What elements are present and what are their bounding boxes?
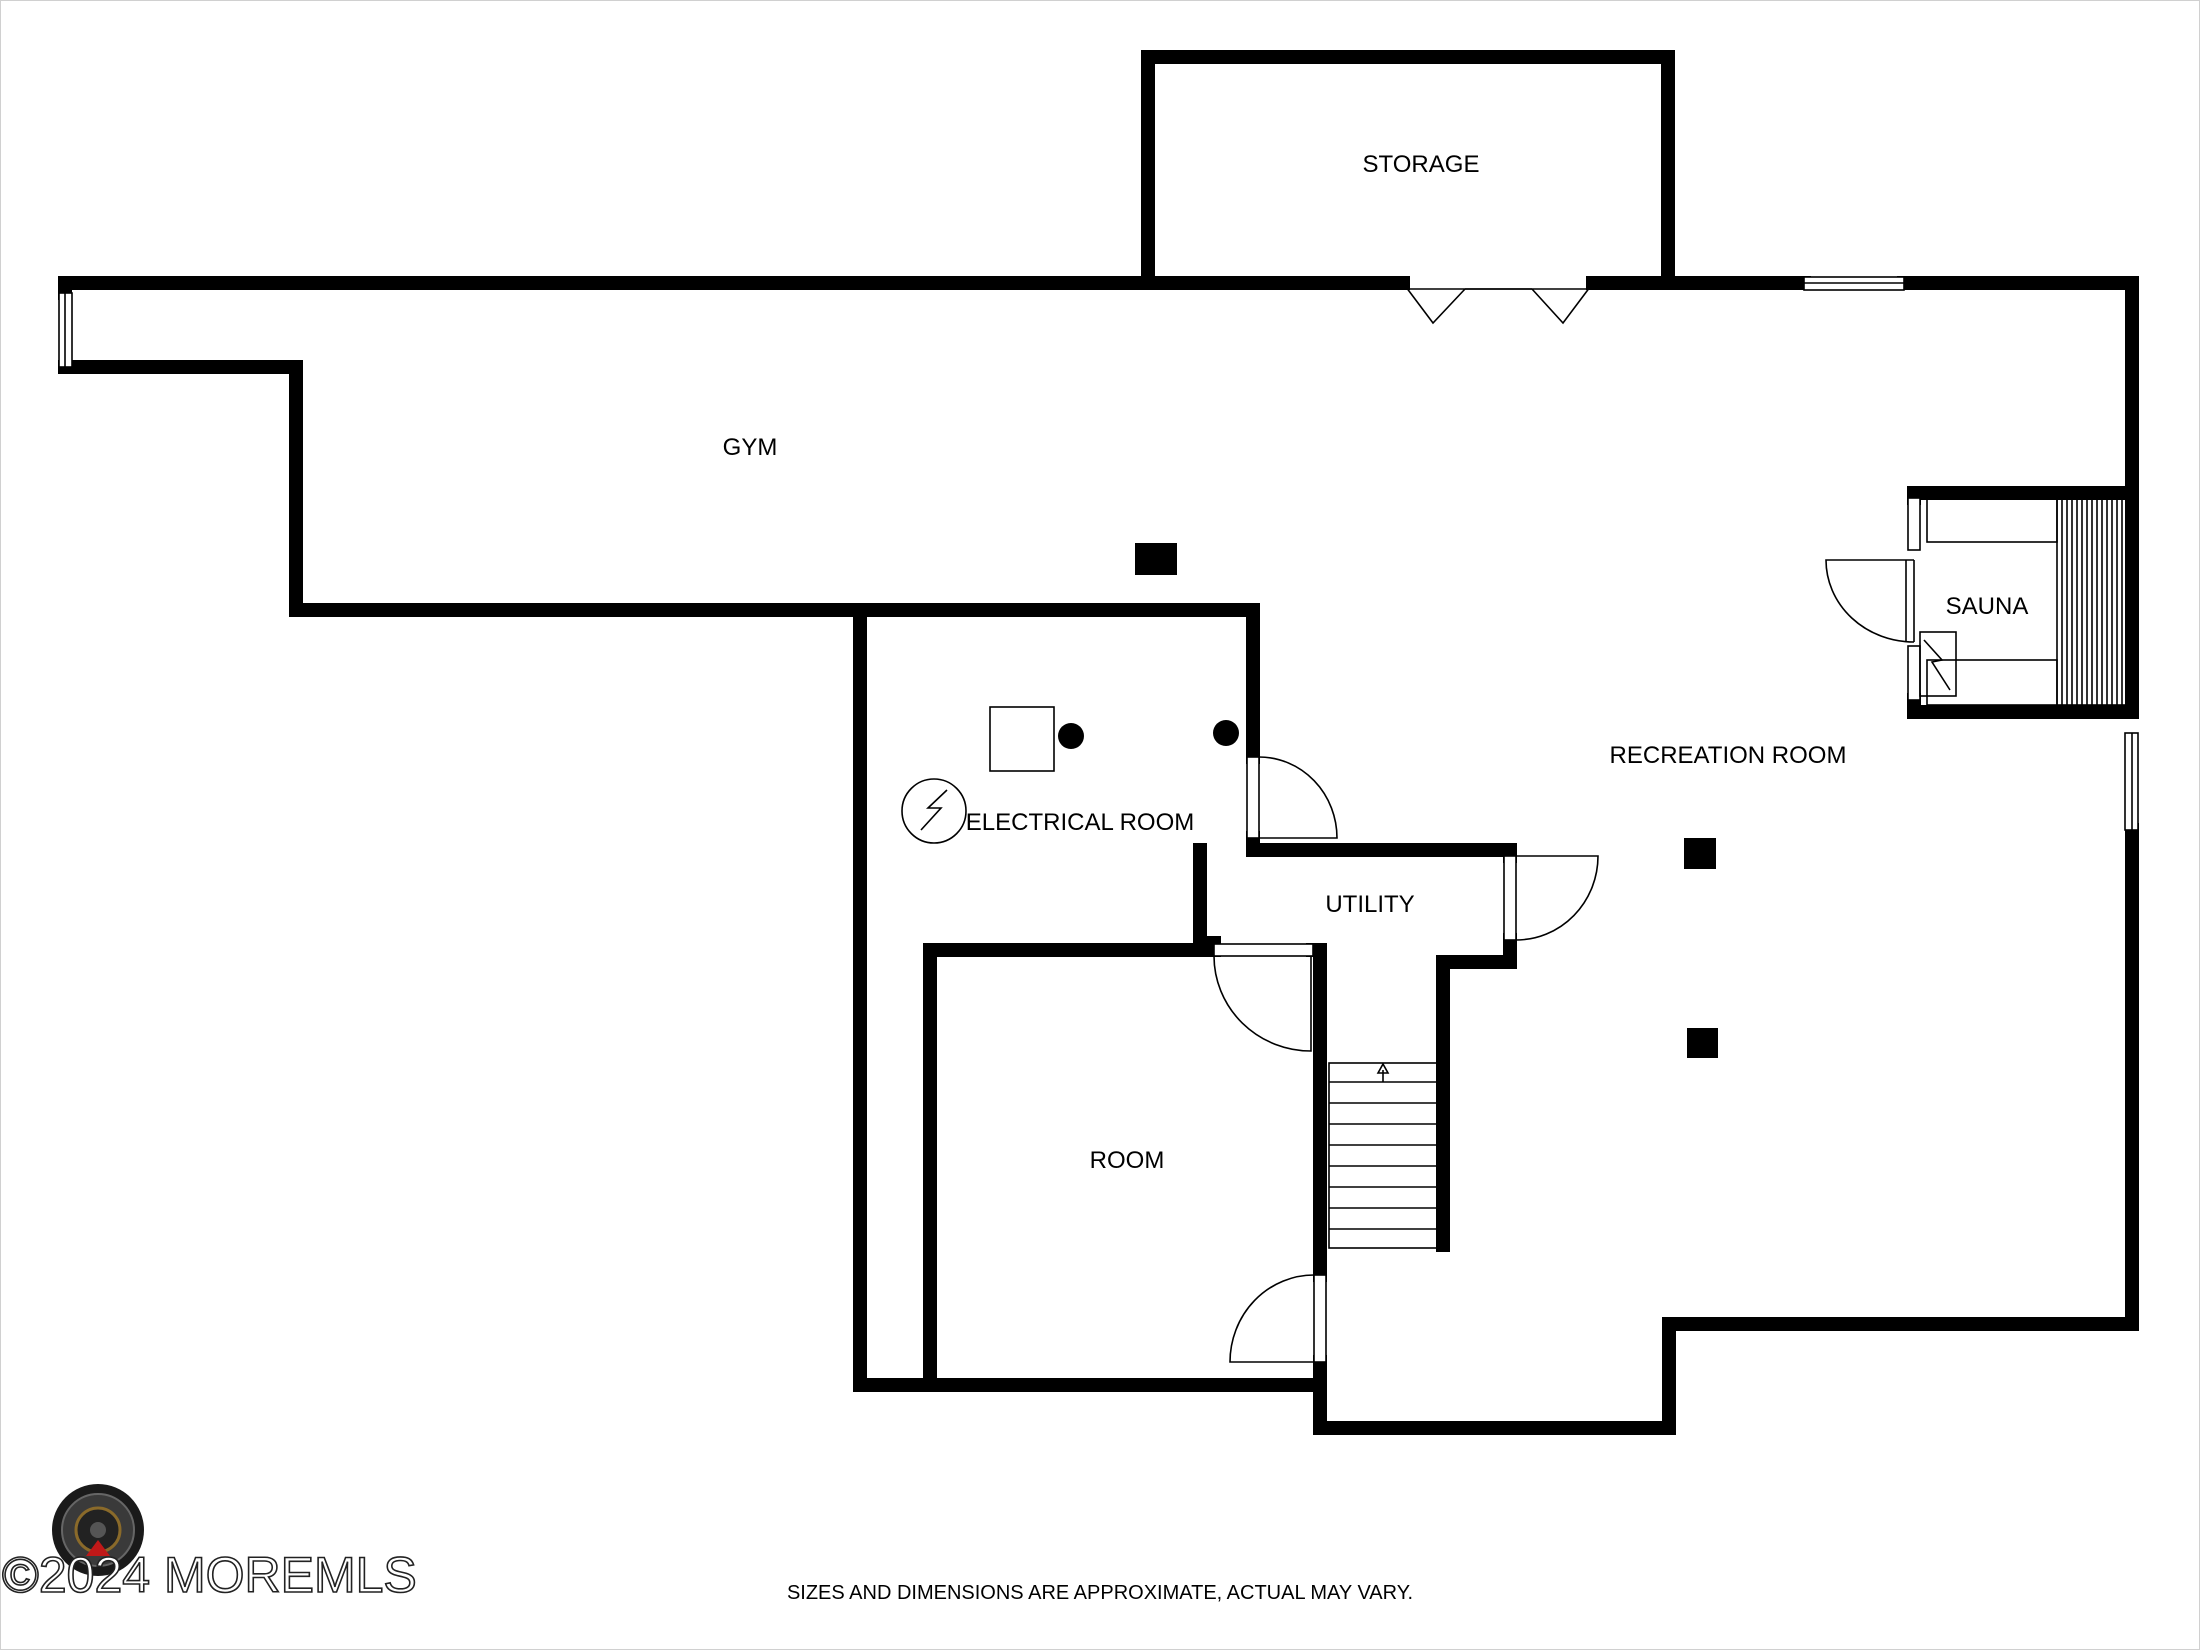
room-bottom-door (1229, 1274, 1327, 1363)
label-electrical-room: ELECTRICAL ROOM (966, 809, 1194, 836)
column-rec-1 (1684, 838, 1716, 869)
room-wall (923, 943, 1221, 1392)
room-labels: STORAGE GYM SAUNA RECREATION ROOM ELECTR… (723, 151, 2029, 1174)
rec-top-right-wall (1897, 276, 2139, 500)
label-sauna: SAUNA (1946, 593, 2029, 620)
disclaimer-note: SIZES AND DIMENSIONS ARE APPROXIMATE, AC… (787, 1582, 1413, 1604)
electrical-door (1246, 756, 1338, 839)
windows (58, 276, 2139, 831)
fixture-dot-1 (1058, 723, 1084, 749)
utility-door (1503, 855, 1599, 941)
label-room: ROOM (1090, 1147, 1165, 1174)
columns (1135, 543, 1718, 1058)
water-heater-box (989, 706, 1055, 772)
stairs (1328, 1062, 1438, 1249)
electrical-panel-icon (901, 778, 967, 844)
copyright-watermark: ©2024 MOREMLS (2, 1547, 417, 1603)
storage-bifold-door (1402, 282, 1594, 325)
room-top-door (1213, 943, 1314, 1052)
sauna-door (1825, 559, 1915, 643)
sauna-benches (1919, 497, 2128, 706)
electrical-fixtures (901, 706, 1239, 844)
doors (1213, 282, 1915, 1363)
label-utility: UTILITY (1325, 891, 1414, 918)
gym-step-wall (58, 360, 867, 617)
label-gym: GYM (723, 434, 778, 461)
electrical-lower-wall (1246, 831, 1517, 863)
electrical-left-wall (853, 603, 937, 1392)
room-bottom-wall (923, 823, 2139, 1435)
column-gym (1135, 543, 1177, 575)
label-recreation-room: RECREATION ROOM (1610, 742, 1847, 769)
column-rec-2 (1687, 1028, 1718, 1058)
electrical-wall (853, 603, 1260, 764)
photographer-logo (52, 1484, 144, 1576)
fixture-dot-2 (1213, 720, 1239, 746)
room-top-right-wall (1306, 943, 1327, 1282)
sauna-wall (1907, 486, 2139, 719)
label-storage: STORAGE (1363, 151, 1480, 178)
walls (58, 50, 2139, 1435)
utility-left-wall (1193, 843, 1221, 950)
sauna-left-window-bottom (1907, 645, 1921, 701)
stair-direction-arrow-icon (1376, 1062, 1390, 1082)
storage-wall (1141, 50, 1675, 290)
utility-right-wall (1436, 933, 1517, 1252)
sauna-left-window-top (1907, 497, 1921, 551)
sauna-heater-icon (1919, 631, 1957, 697)
